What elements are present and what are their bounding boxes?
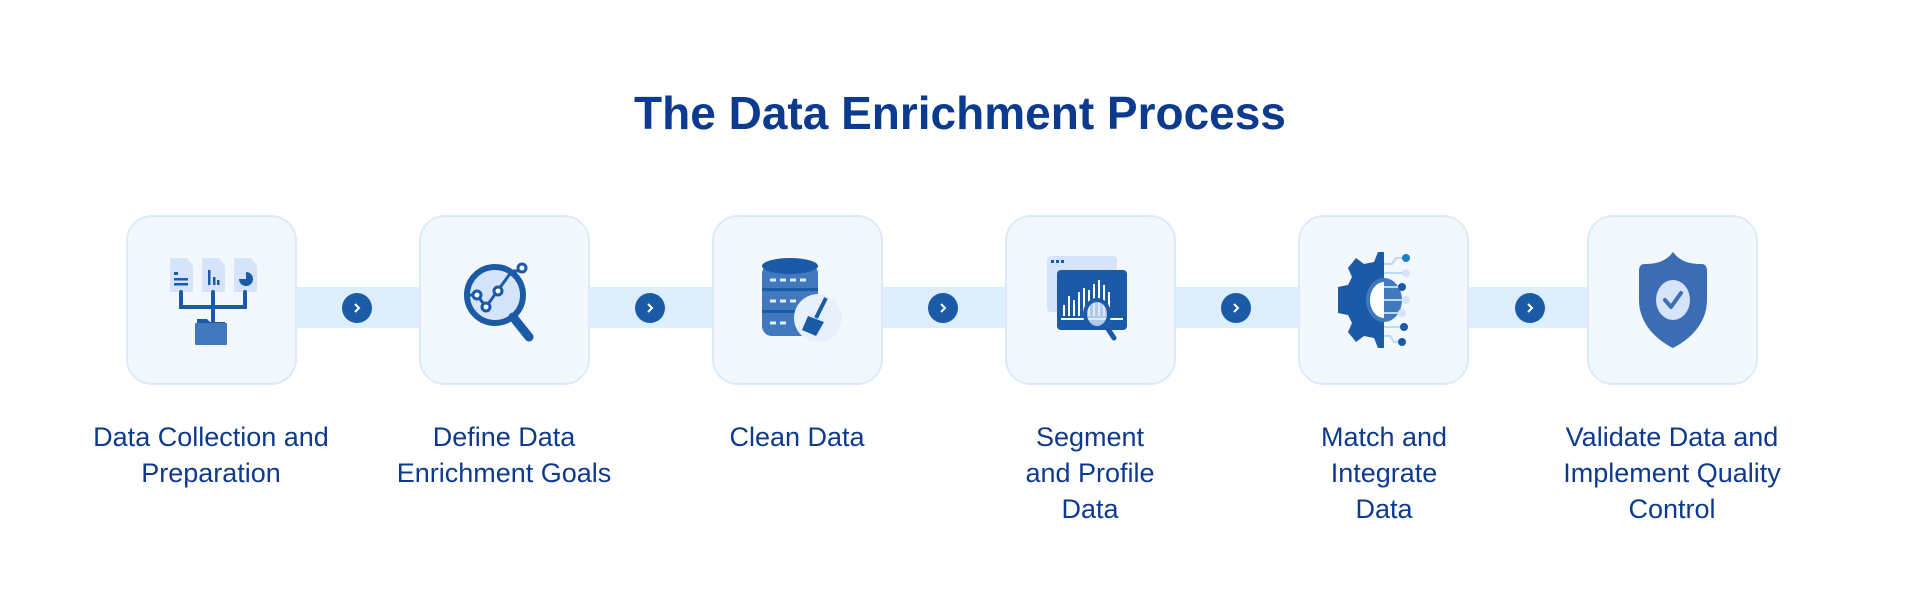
next-arrow-5	[1515, 293, 1545, 323]
magnifier-chart-icon	[463, 262, 533, 342]
step-4-label: Segment and Profile Data	[1025, 422, 1155, 524]
database-broom-icon	[761, 258, 842, 342]
step-1-box	[126, 215, 297, 385]
next-arrow-3	[928, 293, 958, 323]
step-2-label: Define Data Enrichment Goals	[396, 422, 612, 488]
step-3-label: Clean Data	[729, 422, 865, 452]
step-6-box	[1587, 215, 1758, 385]
page-title: The Data Enrichment Process	[634, 87, 1286, 139]
shield-check-icon	[1638, 252, 1707, 348]
gear-circuit-icon	[1337, 252, 1410, 348]
next-arrow-1	[342, 293, 372, 323]
chevron-right-icon	[1527, 303, 1534, 313]
chart-magnifier-icon	[1046, 256, 1127, 341]
step-4-box	[1005, 215, 1176, 385]
step-3-box	[712, 215, 883, 385]
step-2-box	[419, 215, 590, 385]
step-1-label: Data Collection and Preparation	[93, 422, 329, 488]
next-arrow-2	[635, 293, 665, 323]
chevron-right-icon	[354, 303, 361, 313]
step-6-label: Validate Data and Implement Quality Cont…	[1563, 422, 1781, 524]
next-arrow-4	[1221, 293, 1251, 323]
chevron-right-icon	[1233, 303, 1240, 313]
chevron-right-icon	[647, 303, 654, 313]
step-5-box	[1298, 215, 1469, 385]
chevron-right-icon	[940, 303, 947, 313]
step-5-label: Match and Integrate Data	[1320, 422, 1448, 524]
documents-folder-icon	[169, 258, 257, 345]
